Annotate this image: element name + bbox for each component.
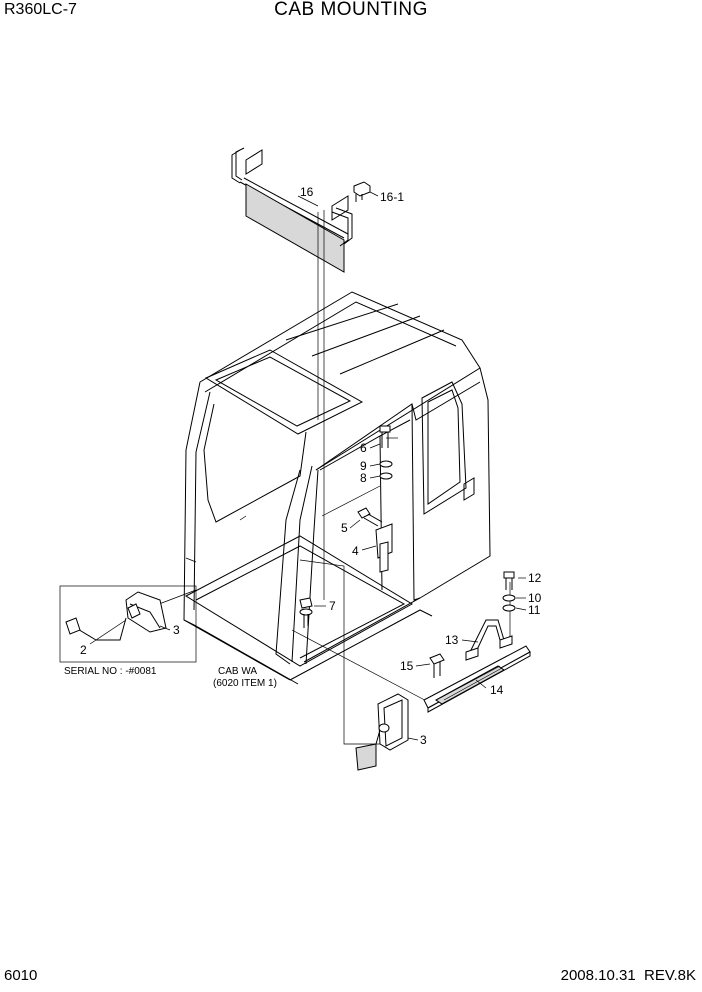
bolt-5-part (357, 507, 383, 527)
washer-11-part (502, 604, 516, 612)
washer-10-part (502, 594, 516, 602)
bolt-12-part (503, 571, 515, 590)
callout-11: 11 (528, 603, 541, 617)
washer-9-part (379, 460, 393, 468)
page-number: 6010 (4, 967, 38, 984)
callout-9: 9 (360, 459, 367, 473)
callout-5: 5 (341, 521, 348, 535)
cab-frame-part (183, 291, 491, 685)
callout-8: 8 (360, 471, 367, 485)
mirror-3-part (355, 693, 409, 771)
leader-lines (137, 210, 511, 745)
handle-13-part (465, 619, 513, 661)
bracket-4-part (375, 523, 393, 573)
callout-3-mirror: 3 (420, 733, 427, 747)
cab-wa-item-note: (6020 ITEM 1) (213, 678, 277, 689)
serial-mirror-group (59, 585, 197, 663)
callout-16-1: 16-1 (380, 190, 404, 204)
callout-15: 15 (400, 659, 414, 673)
callout-leaders (89, 191, 527, 741)
serial-note: SERIAL NO : -#0081 (64, 666, 157, 677)
callout-10: 10 (528, 591, 542, 605)
bolt-6-part (379, 425, 391, 448)
callout-7: 7 (329, 599, 336, 613)
cab-wa-note: CAB WA (218, 666, 257, 677)
page-title: CAB MOUNTING (274, 0, 428, 20)
callout-13: 13 (445, 633, 459, 647)
sun-visor-part (231, 147, 353, 273)
callout-16: 16 (300, 185, 314, 199)
model-name: R360LC-7 (4, 1, 77, 18)
callout-2: 2 (80, 643, 87, 657)
callout-3-serial: 3 (173, 623, 180, 637)
revision-date: 2008.10.31 REV.8K (560, 967, 696, 984)
callout-6: 6 (360, 441, 367, 455)
callout-14: 14 (490, 683, 504, 697)
bolt-16-1-part (353, 181, 371, 202)
washer-8-part (379, 472, 393, 480)
callout-4: 4 (352, 544, 359, 558)
bolt-15-part (429, 653, 445, 678)
callout-12: 12 (528, 571, 542, 585)
bolt-7-part (299, 597, 313, 628)
